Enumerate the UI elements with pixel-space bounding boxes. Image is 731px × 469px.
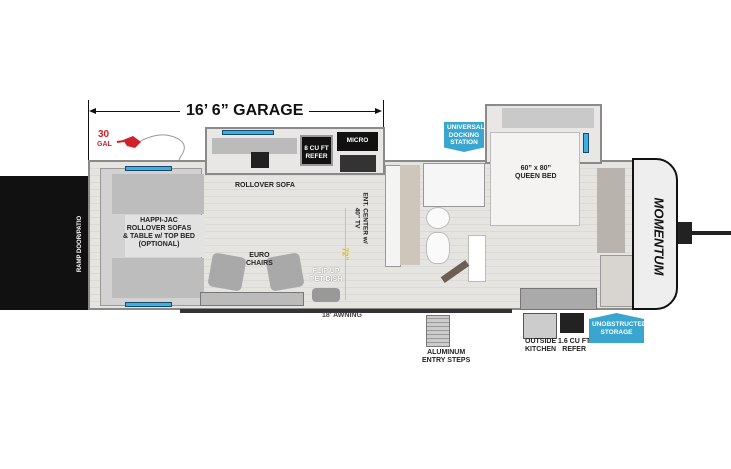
tongue: [692, 231, 731, 235]
euro-chairs-line: EURO: [249, 252, 270, 259]
rollover-sofa-label: ROLLOVER SOFA: [235, 182, 295, 189]
toilet: [426, 207, 450, 229]
ent-center-line: 40” TV: [353, 207, 361, 229]
ent-center-line: ENT. CENTER w/: [361, 192, 369, 244]
euro-chair: [207, 252, 247, 292]
outside-kitchen-line: KITCHEN: [525, 346, 557, 353]
refer-label-line2: REFER: [305, 153, 328, 160]
happi-jac-label: HAPPI-JAC ROLLOVER SOFAS & TABLE w/ TOP …: [118, 217, 200, 249]
awning-label: 18' AWNING: [322, 312, 362, 319]
euro-chairs-label: EURO CHAIRS: [246, 252, 273, 268]
entry-steps-label: ALUMINUM ENTRY STEPS: [422, 349, 470, 365]
wardrobe: [597, 168, 625, 253]
pet-dish-label: FLIP UP PET DISH: [310, 268, 342, 284]
outside-kitchen-label: OUTSIDE KITCHEN: [525, 338, 556, 354]
docking-line: STATION: [450, 139, 478, 146]
garage-dimension-left-tick: [88, 100, 89, 162]
front-cap: [632, 158, 678, 310]
refrigerator: 8 CU FT REFER: [300, 135, 333, 166]
pet-dish: [312, 288, 340, 302]
small-refer-line: REFER: [562, 346, 587, 353]
stove: [340, 155, 376, 172]
pet-dish-line: FLIP UP: [312, 268, 340, 275]
refer-label-line1: 8 CU FT: [304, 145, 329, 152]
sofa-bottom: [112, 258, 204, 298]
entry-steps-line: ENTRY STEPS: [422, 357, 471, 364]
ramp-door-label: RAMP DOOR/PATIO: [77, 215, 84, 273]
happi-jac-line: HAPPI-JAC: [140, 217, 178, 224]
entry-steps: [426, 315, 450, 347]
dimension-72-label: 72”: [340, 247, 350, 261]
happi-jac-line: & TABLE w/ TOP BED: [123, 233, 195, 240]
ramp-door: [0, 176, 92, 310]
docking-line: UNIVERSAL: [447, 124, 485, 131]
bench: [200, 292, 304, 306]
storage-cabinet: [600, 255, 634, 307]
microwave: MICRO: [337, 132, 378, 151]
outside-refer: [560, 313, 584, 333]
garage-dimension-label: 16’ 6” GARAGE: [180, 102, 310, 120]
happi-jac-line: (OPTIONAL): [138, 241, 180, 248]
dimension-72-line: [345, 208, 346, 300]
arrow-left-icon: [89, 108, 96, 114]
headboard-shelf: [502, 108, 594, 128]
shower: [423, 163, 485, 207]
micro-label: MICRO: [346, 137, 369, 144]
queen-bed-label: 60” x 80” QUEEN BED: [515, 165, 557, 181]
window: [125, 166, 172, 171]
pet-dish-line: PET DISH: [310, 276, 343, 283]
entry-steps-line: ALUMINUM: [427, 349, 466, 356]
window: [583, 133, 589, 153]
docking-station-callout: UNIVERSAL DOCKING STATION: [444, 122, 484, 152]
fuel-unit: GAL: [97, 141, 112, 148]
window: [125, 302, 172, 307]
entertainment-center: [385, 165, 401, 267]
storage-line: STORAGE: [600, 328, 633, 336]
sink: [251, 152, 269, 168]
queen-bed-line: QUEEN BED: [515, 173, 557, 180]
dresser: [520, 288, 597, 310]
outside-kitchen-line: OUTSIDE: [525, 338, 557, 345]
sofa-top: [112, 174, 204, 214]
window: [222, 130, 274, 135]
ent-center-label: ENT. CENTER w/ 40” TV: [353, 192, 369, 243]
outside-kitchen: [523, 313, 557, 339]
bath-sink: [426, 232, 450, 264]
docking-line: DOCKING: [448, 131, 480, 139]
brand-logo: MOMENTUM: [651, 197, 667, 276]
bathroom-vanity: [400, 165, 420, 265]
happi-jac-line: ROLLOVER SOFAS: [126, 225, 192, 232]
queen-bed: [490, 132, 580, 226]
bath-door: [468, 235, 486, 282]
fuel-amount: 30: [98, 129, 110, 140]
euro-chairs-line: CHAIRS: [246, 260, 273, 267]
storage-callout: UNOBSTRUCTED STORAGE: [589, 313, 644, 343]
storage-line: UNOBSTRUCTED: [592, 321, 647, 328]
table: [125, 215, 205, 257]
kitchen-counter: [212, 138, 297, 154]
small-refer-line: 1.6 CU FT: [558, 338, 591, 345]
small-refer-label: 1.6 CU FT REFER: [558, 338, 590, 354]
arrow-right-icon: [375, 108, 382, 114]
hitch: [678, 222, 692, 244]
awning: [180, 309, 512, 313]
queen-bed-line: 60” x 80”: [520, 165, 551, 172]
